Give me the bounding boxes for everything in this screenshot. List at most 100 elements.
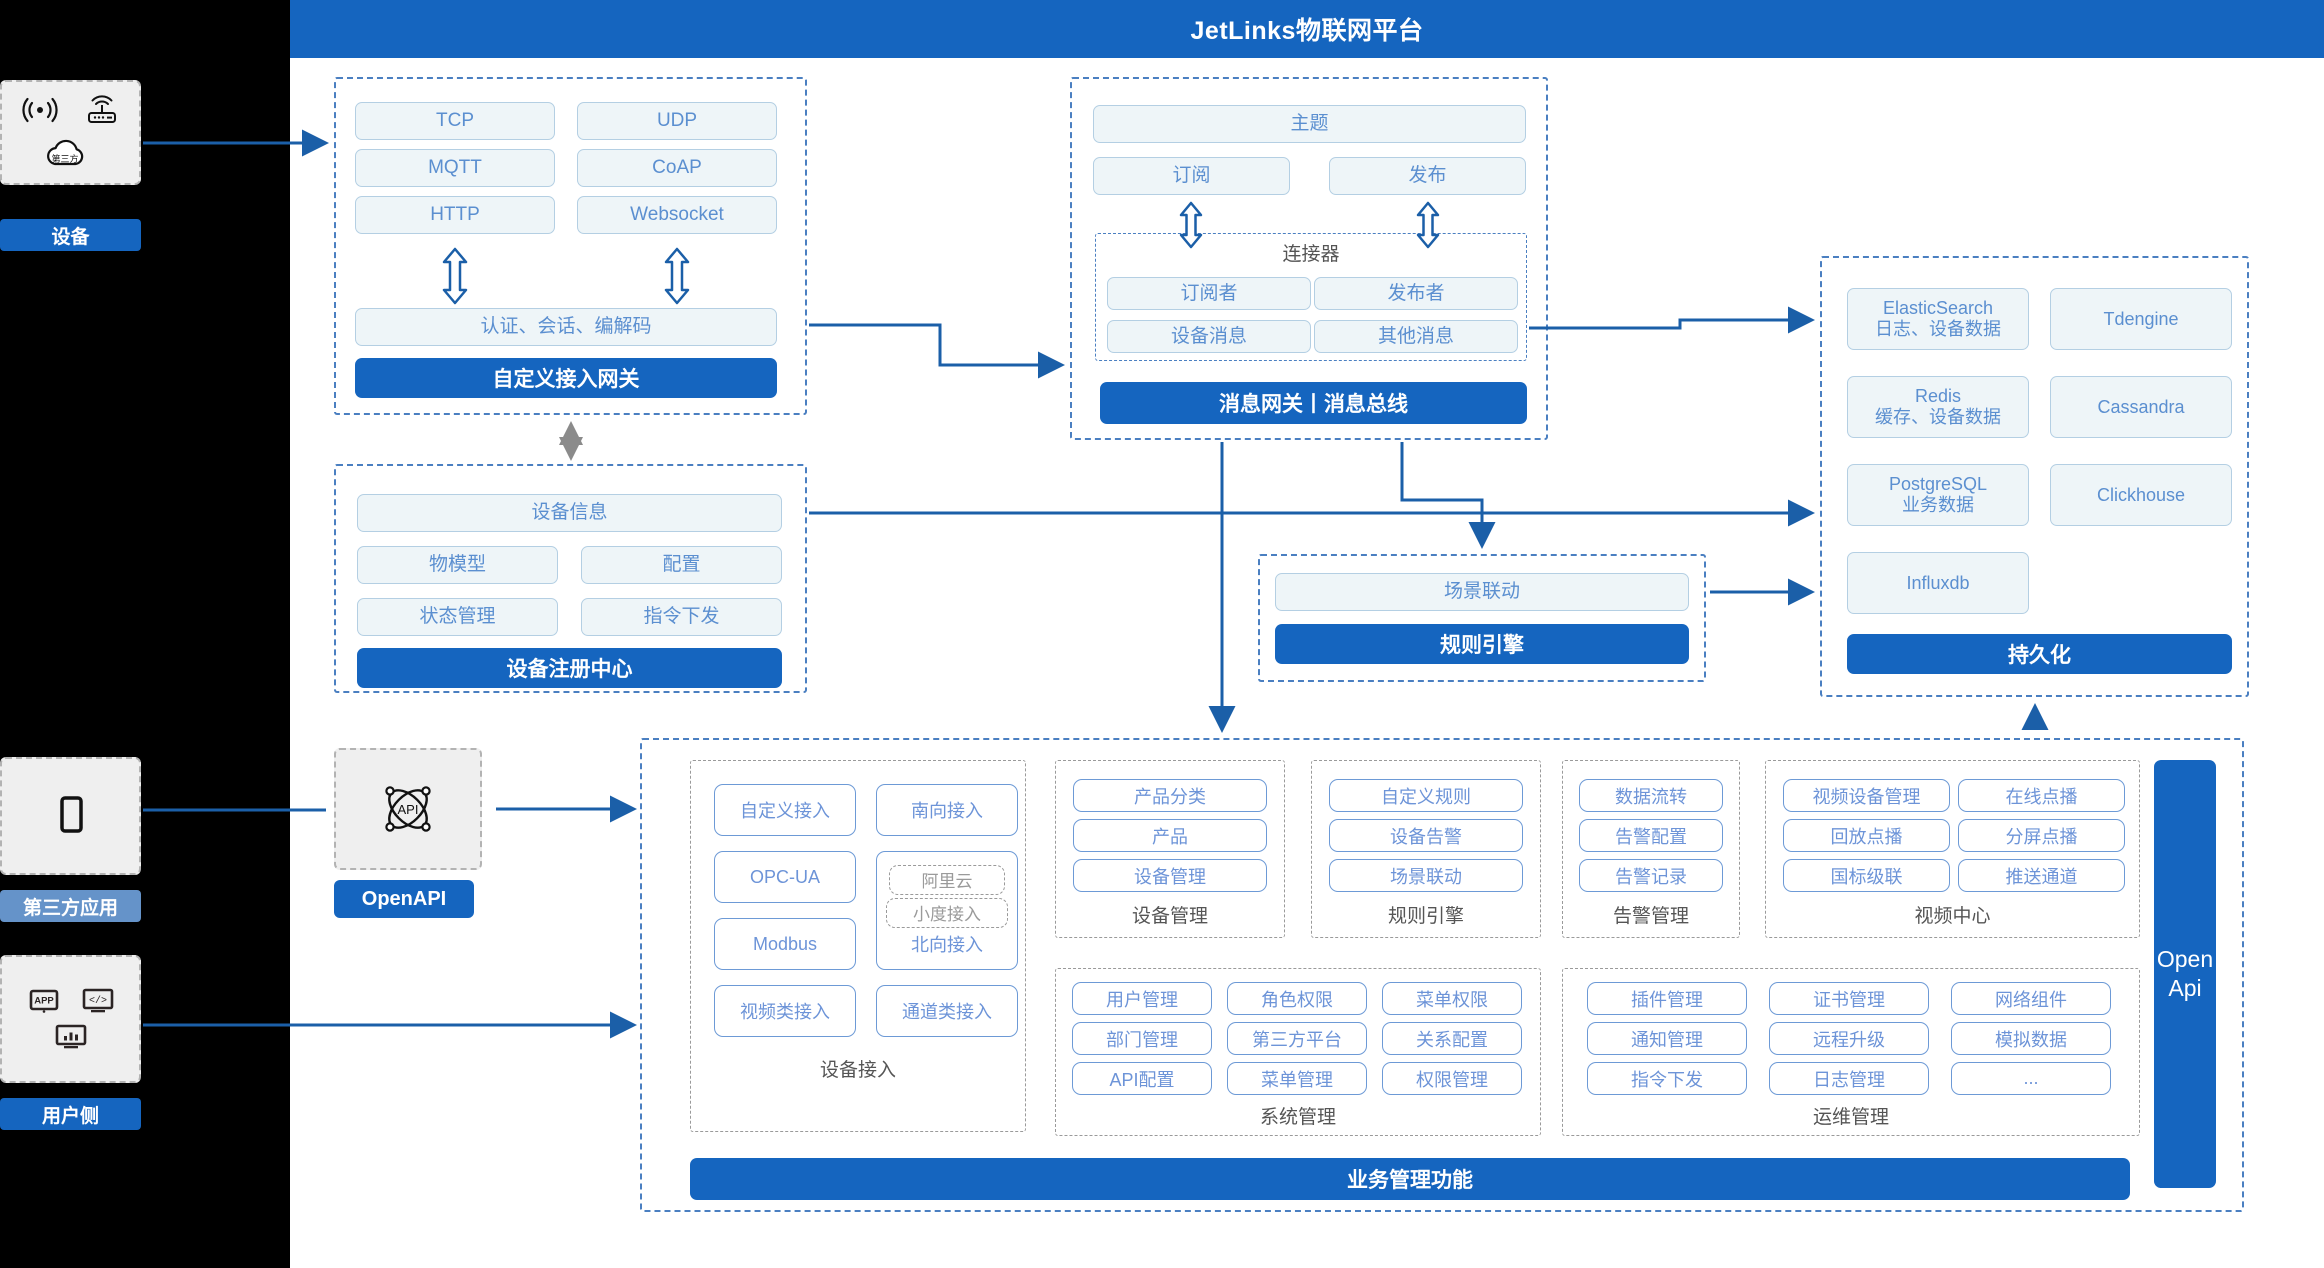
storage-chip-redis[interactable]: Redis 缓存、设备数据: [1847, 376, 2029, 438]
storage-chip-clickhouse[interactable]: Clickhouse: [2050, 464, 2232, 526]
sys-chip-api-config[interactable]: API配置: [1072, 1062, 1212, 1095]
devmgmt-chip-device-mgmt[interactable]: 设备管理: [1073, 859, 1267, 892]
external-device-label: 设备: [0, 219, 141, 251]
access-label-northbound: 北向接入: [911, 934, 983, 955]
registry-chip-state-mgmt[interactable]: 状态管理: [357, 598, 558, 636]
sys-chip-user-mgmt[interactable]: 用户管理: [1072, 982, 1212, 1015]
device-registry-bar[interactable]: 设备注册中心: [357, 648, 782, 688]
registry-chip-command-send[interactable]: 指令下发: [581, 598, 782, 636]
ops-chip-log-mgmt[interactable]: 日志管理: [1769, 1062, 1929, 1095]
access-chip-southbound[interactable]: 南向接入: [876, 784, 1018, 836]
topic-chip[interactable]: 主题: [1093, 105, 1526, 143]
third-party-cloud-icon: 第三方: [46, 139, 83, 165]
sys-chip-dept-mgmt[interactable]: 部门管理: [1072, 1022, 1212, 1055]
message-gateway-bar[interactable]: 消息网关丨消息总线: [1100, 382, 1527, 424]
auth-session-codec-chip[interactable]: 认证、会话、编解码: [355, 308, 777, 346]
openapi-node-box: API: [334, 748, 482, 870]
open-api-vertical-bar[interactable]: Open Api: [2154, 760, 2216, 1188]
connector-chip-device-msg[interactable]: 设备消息: [1107, 320, 1311, 353]
svg-text:APP: APP: [34, 996, 54, 1007]
video-chip-device-mgmt[interactable]: 视频设备管理: [1783, 779, 1950, 812]
external-thirdparty-app-label: 第三方应用: [0, 890, 141, 922]
external-user-side-box: APP </>: [0, 955, 141, 1083]
video-chip-split-screen[interactable]: 分屏点播: [1958, 819, 2125, 852]
rule-engine-bar[interactable]: 规则引擎: [1275, 624, 1689, 664]
video-chip-gb-cascade[interactable]: 国标级联: [1783, 859, 1950, 892]
custom-access-gateway-bar[interactable]: 自定义接入网关: [355, 358, 777, 398]
sys-chip-menu-mgmt[interactable]: 菜单管理: [1227, 1062, 1367, 1095]
ops-chip-network-comp[interactable]: 网络组件: [1951, 982, 2111, 1015]
protocol-chip-udp[interactable]: UDP: [577, 102, 777, 140]
sys-chip-relation-config[interactable]: 关系配置: [1382, 1022, 1522, 1055]
protocol-chip-http[interactable]: HTTP: [355, 196, 555, 234]
code-window-icon: </>: [82, 988, 113, 1013]
video-chip-push-channel[interactable]: 推送通道: [1958, 859, 2125, 892]
ops-chip-notify-mgmt[interactable]: 通知管理: [1587, 1022, 1747, 1055]
access-chip-channel[interactable]: 通道类接入: [876, 985, 1018, 1037]
ops-chip-command-send[interactable]: 指令下发: [1587, 1062, 1747, 1095]
protocol-chip-tcp[interactable]: TCP: [355, 102, 555, 140]
registry-chip-config[interactable]: 配置: [581, 546, 782, 584]
user-side-icon-group: APP </>: [2, 987, 139, 1051]
rule-chip-device-alarm[interactable]: 设备告警: [1329, 819, 1523, 852]
group-title-device-access: 设备接入: [819, 1059, 896, 1081]
sys-chip-menu-perm[interactable]: 菜单权限: [1382, 982, 1522, 1015]
storage-chip-influxdb[interactable]: Influxdb: [1847, 552, 2029, 614]
rule-chip-scene-linkage[interactable]: 场景联动: [1329, 859, 1523, 892]
connector-title: 连接器: [1282, 243, 1340, 265]
ops-chip-more[interactable]: ...: [1951, 1062, 2111, 1095]
storage-chip-elasticsearch[interactable]: ElasticSearch 日志、设备数据: [1847, 288, 2029, 350]
connector-chip-publisher[interactable]: 发布者: [1314, 277, 1518, 310]
access-chip-aliyun[interactable]: 阿里云: [889, 864, 1005, 895]
ops-chip-remote-upgrade[interactable]: 远程升级: [1769, 1022, 1929, 1055]
business-function-bar[interactable]: 业务管理功能: [690, 1158, 2130, 1200]
alarm-chip-alarm-record[interactable]: 告警记录: [1579, 859, 1723, 892]
access-chip-custom[interactable]: 自定义接入: [714, 784, 856, 836]
ops-chip-cert-mgmt[interactable]: 证书管理: [1769, 982, 1929, 1015]
device-icon-group: 第三方: [2, 94, 139, 171]
access-chip-opcua[interactable]: OPC-UA: [714, 851, 856, 903]
ops-chip-plugin-mgmt[interactable]: 插件管理: [1587, 982, 1747, 1015]
group-title-system-mgmt: 系统管理: [1259, 1106, 1336, 1128]
publish-chip[interactable]: 发布: [1329, 157, 1526, 195]
storage-name: Tdengine: [2103, 308, 2179, 329]
openapi-node-label[interactable]: OpenAPI: [334, 880, 474, 918]
connector-chip-other-msg[interactable]: 其他消息: [1314, 320, 1518, 353]
storage-name: PostgreSQL: [1888, 474, 1988, 495]
storage-chip-cassandra[interactable]: Cassandra: [2050, 376, 2232, 438]
protocol-chip-websocket[interactable]: Websocket: [577, 196, 777, 234]
access-chip-xiaodu[interactable]: 小度接入: [886, 897, 1008, 928]
alarm-chip-alarm-config[interactable]: 告警配置: [1579, 819, 1723, 852]
group-title-video-center: 视频中心: [1914, 905, 1991, 927]
sys-chip-role-perm[interactable]: 角色权限: [1227, 982, 1367, 1015]
sys-chip-perm-mgmt[interactable]: 权限管理: [1382, 1062, 1522, 1095]
open-api-line1: Open: [2156, 946, 2214, 973]
ops-chip-mock-data[interactable]: 模拟数据: [1951, 1022, 2111, 1055]
connector-chip-subscriber[interactable]: 订阅者: [1107, 277, 1311, 310]
alarm-chip-data-transfer[interactable]: 数据流转: [1579, 779, 1723, 812]
video-chip-playback[interactable]: 回放点播: [1783, 819, 1950, 852]
storage-chip-tdengine[interactable]: Tdengine: [2050, 288, 2232, 350]
storage-chip-postgresql[interactable]: PostgreSQL 业务数据: [1847, 464, 2029, 526]
chart-window-icon: [55, 1024, 86, 1049]
protocol-chip-mqtt[interactable]: MQTT: [355, 149, 555, 187]
storage-name: ElasticSearch: [1882, 298, 1994, 319]
device-info-chip[interactable]: 设备信息: [357, 494, 782, 532]
registry-chip-thing-model[interactable]: 物模型: [357, 546, 558, 584]
api-icon-text: API: [398, 802, 419, 817]
rule-chip-custom-rule[interactable]: 自定义规则: [1329, 779, 1523, 812]
access-chip-northbound-group[interactable]: 阿里云 小度接入 北向接入: [876, 851, 1018, 970]
video-chip-live-vod[interactable]: 在线点播: [1958, 779, 2125, 812]
sys-chip-third-platform[interactable]: 第三方平台: [1227, 1022, 1367, 1055]
group-title-ops-mgmt: 运维管理: [1812, 1106, 1889, 1128]
protocol-chip-coap[interactable]: CoAP: [577, 149, 777, 187]
scene-linkage-chip[interactable]: 场景联动: [1275, 573, 1689, 611]
group-title-alarm-mgmt: 告警管理: [1612, 905, 1689, 927]
access-chip-video[interactable]: 视频类接入: [714, 985, 856, 1037]
devmgmt-chip-product[interactable]: 产品: [1073, 819, 1267, 852]
storage-name: Clickhouse: [2096, 484, 2186, 505]
subscribe-chip[interactable]: 订阅: [1093, 157, 1290, 195]
devmgmt-chip-product-category[interactable]: 产品分类: [1073, 779, 1267, 812]
access-chip-modbus[interactable]: Modbus: [714, 918, 856, 970]
persistence-bar[interactable]: 持久化: [1847, 634, 2232, 674]
